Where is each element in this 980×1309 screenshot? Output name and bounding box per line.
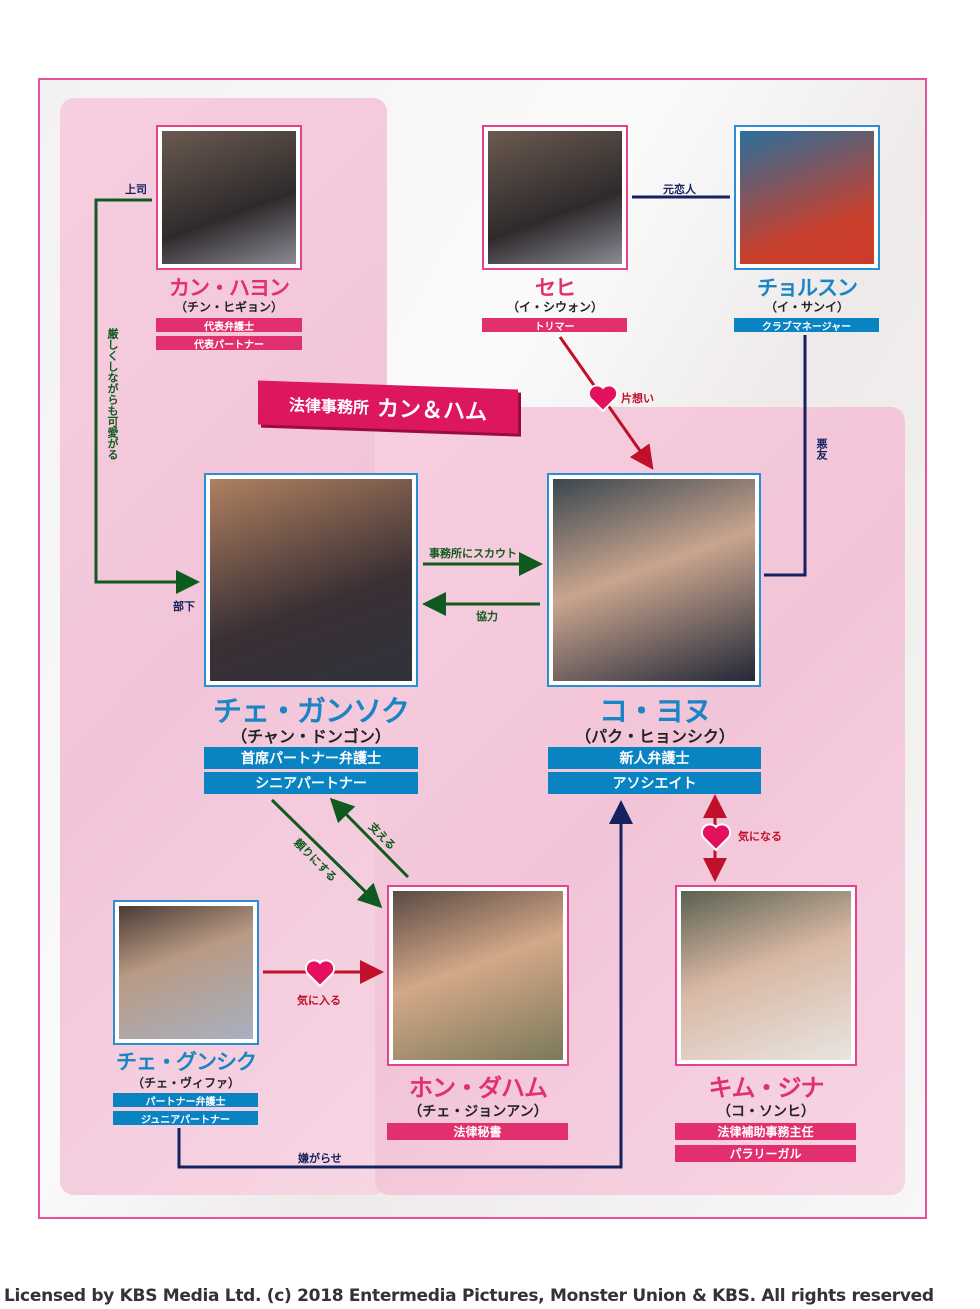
char-role: ジュニアパートナー — [113, 1111, 258, 1126]
photo-cheolsoon — [734, 125, 880, 270]
banner-prefix: 法律事務所 — [288, 395, 369, 418]
char-role: パートナー弁護士 — [113, 1093, 258, 1108]
char-actor: （チン・ヒギョン） — [174, 300, 283, 314]
label-badfriend: 悪友 — [815, 438, 828, 460]
heart-icon — [587, 384, 619, 413]
char-name: セヒ — [535, 276, 576, 300]
photo-ko-yeonwoo — [547, 473, 761, 687]
char-role: クラブマネージャー — [734, 318, 879, 333]
photo-sehi — [482, 125, 628, 270]
heart-icons — [304, 384, 732, 988]
char-name: カン・ハヨン — [169, 276, 290, 300]
char-role: 代表パートナー — [156, 336, 302, 351]
label-boss: 上司 — [125, 183, 147, 196]
char-role: シニアパートナー — [204, 772, 418, 794]
label-cooperate: 協力 — [476, 610, 498, 623]
label-ex: 元恋人 — [663, 183, 696, 196]
char-role: トリマー — [482, 318, 627, 333]
photo-choi-kangseok — [204, 473, 418, 687]
char-role: 法律秘書 — [387, 1123, 568, 1140]
char-role: 法律補助事務主任 — [675, 1123, 856, 1140]
label-subordinate: 部下 — [173, 600, 195, 613]
label-harass: 嫌がらせ — [298, 1152, 342, 1165]
char-actor: （コ・ソンヒ） — [717, 1104, 815, 1120]
char-name: コ・ヨヌ — [598, 694, 712, 728]
char-actor: （パク・ヒョンシク） — [575, 727, 735, 746]
char-role: アソシエイト — [548, 772, 761, 794]
heart-icon — [304, 959, 336, 988]
firm-banner: 法律事務所カン＆ハム — [258, 380, 518, 434]
char-actor: （イ・サンイ） — [764, 300, 849, 314]
char-name: チョルスン — [757, 276, 858, 300]
char-actor: （チェ・ジョンアン） — [408, 1104, 548, 1120]
char-name: チェ・ガンソク — [212, 694, 410, 728]
photo-kim-jina — [675, 885, 857, 1066]
char-role: 新人弁護士 — [548, 747, 761, 769]
photo-choi-geunshik — [113, 900, 259, 1045]
label-strict: 厳しくしながらも可愛がる — [106, 328, 119, 460]
char-role: 代表弁護士 — [156, 318, 302, 333]
photo-hong-daham — [387, 885, 569, 1066]
char-role: 首席パートナー弁護士 — [204, 747, 418, 769]
banner-name: カン＆ハム — [377, 396, 488, 426]
char-actor: （イ・シウォン） — [506, 300, 603, 314]
label-crush: 片想い — [621, 392, 654, 405]
char-actor: （チェ・ヴィファ） — [131, 1076, 240, 1090]
heart-icon — [700, 823, 732, 852]
label-scout: 事務所にスカウト — [429, 547, 517, 560]
char-role: パラリーガル — [675, 1145, 856, 1162]
char-actor: （チャン・ドンゴン） — [231, 727, 391, 746]
char-name: キム・ジナ — [708, 1074, 825, 1102]
photo-kang-hayeon — [156, 125, 302, 270]
label-interested: 気になる — [738, 830, 782, 843]
label-likes: 気に入る — [297, 994, 341, 1007]
char-name: チェ・グンシク — [116, 1050, 257, 1074]
copyright-footer: Licensed by KBS Media Ltd. (c) 2018 Ente… — [4, 1286, 934, 1306]
char-name: ホン・ダハム — [409, 1074, 548, 1102]
